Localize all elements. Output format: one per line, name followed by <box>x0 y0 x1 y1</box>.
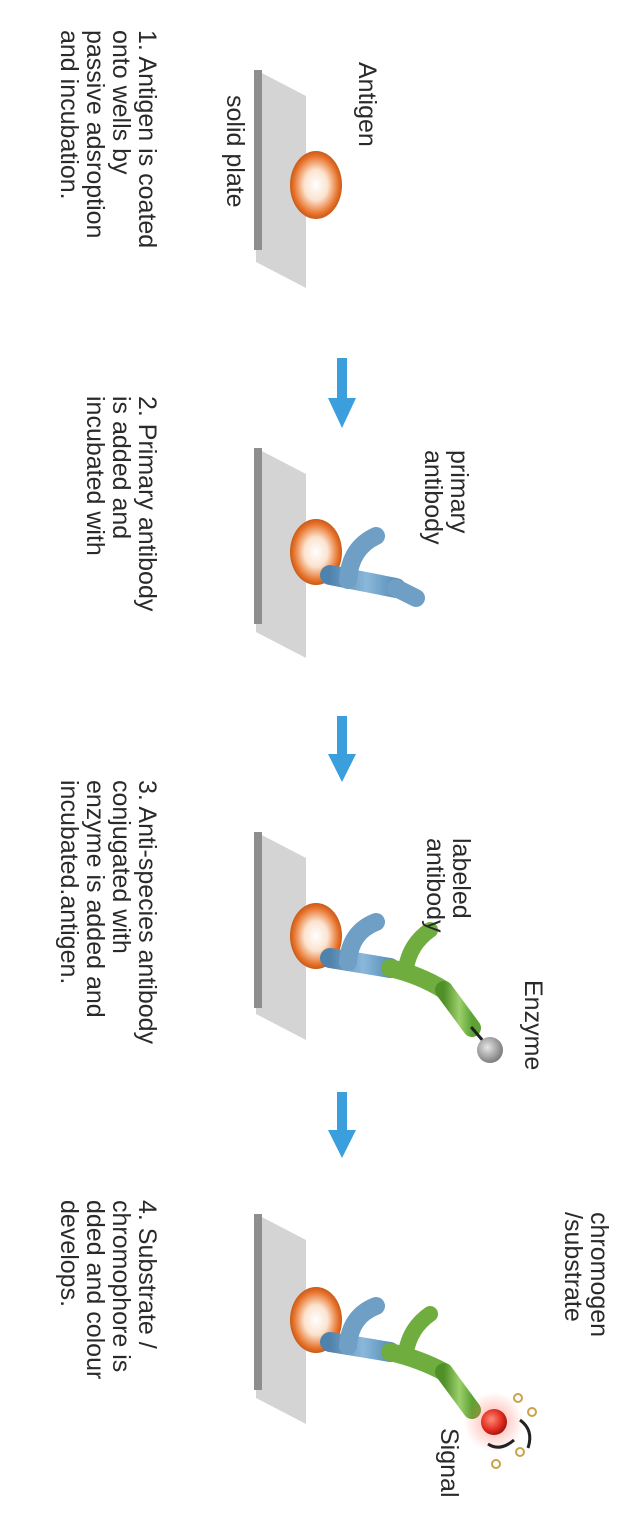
step-2-caption: 2. Primary antibody is added and incubat… <box>81 396 161 612</box>
solid-plate <box>256 1214 306 1424</box>
step-arrow-1 <box>328 358 356 428</box>
panel-step-2 <box>254 448 425 658</box>
solid-plate-edge <box>254 1214 262 1390</box>
primary-antibody-shape <box>320 527 425 607</box>
labeled-antibody-label: labeled antibody <box>421 838 475 933</box>
solid-plate-edge <box>254 832 262 1008</box>
panel-step-4 <box>254 1214 537 1469</box>
step-arrow-3 <box>328 1092 356 1158</box>
chromogen-label: chromogen /substrate <box>559 1212 613 1338</box>
primary-antibody-shape <box>320 913 400 978</box>
primary-antibody-label: primary antibody <box>419 450 473 545</box>
signal-label: Signal <box>435 1428 463 1498</box>
step-arrow-2 <box>328 716 356 782</box>
solid-plate-edge <box>254 70 262 250</box>
panel-step-3 <box>254 832 503 1063</box>
solid-plate <box>256 832 306 1040</box>
step-1-caption: 1. Antigen is coated onto wells by passi… <box>55 30 161 249</box>
antigen-shape <box>290 151 342 219</box>
step-4-caption: 4. Substrate / chromophore is dded and c… <box>55 1200 161 1380</box>
primary-antibody-shape <box>320 1297 400 1362</box>
solid-plate-edge <box>254 448 262 624</box>
labeled-antibody-shape <box>381 922 486 1044</box>
panel-step-1 <box>254 70 342 288</box>
solid-plate <box>256 70 306 288</box>
antigen-label: Antigen <box>353 62 381 147</box>
signal-shape <box>481 1409 507 1435</box>
enzyme-label: Enzyme <box>519 980 547 1071</box>
step-3-caption: 3. Anti-species antibody conjugated with… <box>55 780 161 1045</box>
solid-plate <box>256 448 306 658</box>
enzyme-shape <box>477 1037 503 1063</box>
solid-plate-label: solid plate <box>221 95 249 208</box>
substrate-particles <box>487 1393 537 1469</box>
labeled-antibody-shape <box>381 1306 481 1419</box>
